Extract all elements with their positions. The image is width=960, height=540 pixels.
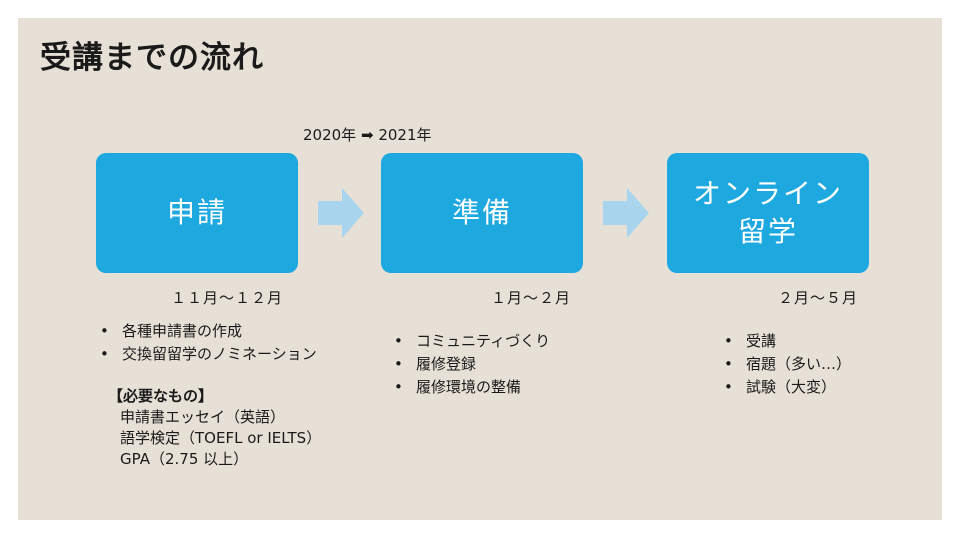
right-arrow-icon: ➡: [360, 126, 374, 144]
step-bullet-list: コミュニティづくり 履修登録 履修環境の整備: [394, 330, 550, 399]
year-from: 2020年: [303, 126, 357, 144]
list-item: 交換留留学のノミネーション: [100, 343, 317, 366]
requirement-item: 語学検定（TOEFL or IELTS）: [120, 429, 322, 447]
step-label: オンライン: [692, 177, 843, 210]
step-box-online-study: オンライン 留学: [667, 153, 869, 273]
step-bullet-list: 受講 宿題（多い…） 試験（大変）: [724, 330, 851, 399]
step-label: 申請: [166, 196, 227, 229]
list-item: 宿題（多い…）: [724, 353, 851, 376]
list-item: 履修登録: [394, 353, 550, 376]
year-range: 2020年 ➡ 2021年: [303, 124, 432, 145]
requirement-item: 申請書エッセイ（英語）: [120, 408, 286, 426]
list-item: 受講: [724, 330, 851, 353]
requirements-heading: 【必要なもの】: [108, 387, 214, 405]
page-title: 受講までの流れ: [40, 40, 264, 76]
list-item: 履修環境の整備: [394, 376, 550, 399]
step-label: 準備: [451, 196, 512, 229]
step-box-application: 申請: [96, 153, 298, 273]
step-period: ２月〜５月: [778, 289, 859, 307]
requirements-block: 【必要なもの】 申請書エッセイ（英語） 語学検定（TOEFL or IELTS）…: [108, 386, 321, 470]
step-bullet-list: 各種申請書の作成 交換留留学のノミネーション: [100, 320, 317, 366]
step-period: １月〜２月: [491, 289, 572, 307]
step-box-preparation: 準備: [381, 153, 583, 273]
right-arrow-icon: [318, 188, 364, 238]
step-period: １１月〜１２月: [171, 289, 284, 307]
list-item: 試験（大変）: [724, 376, 851, 399]
year-to: 2021年: [378, 126, 432, 144]
slide: 受講までの流れ 2020年 ➡ 2021年 申請 準備 オンライン 留学 １１月…: [18, 18, 942, 520]
list-item: 各種申請書の作成: [100, 320, 317, 343]
list-item: コミュニティづくり: [394, 330, 550, 353]
step-label: 留学: [737, 215, 798, 248]
requirement-item: GPA（2.75 以上）: [120, 450, 249, 468]
right-arrow-icon: [603, 188, 649, 238]
